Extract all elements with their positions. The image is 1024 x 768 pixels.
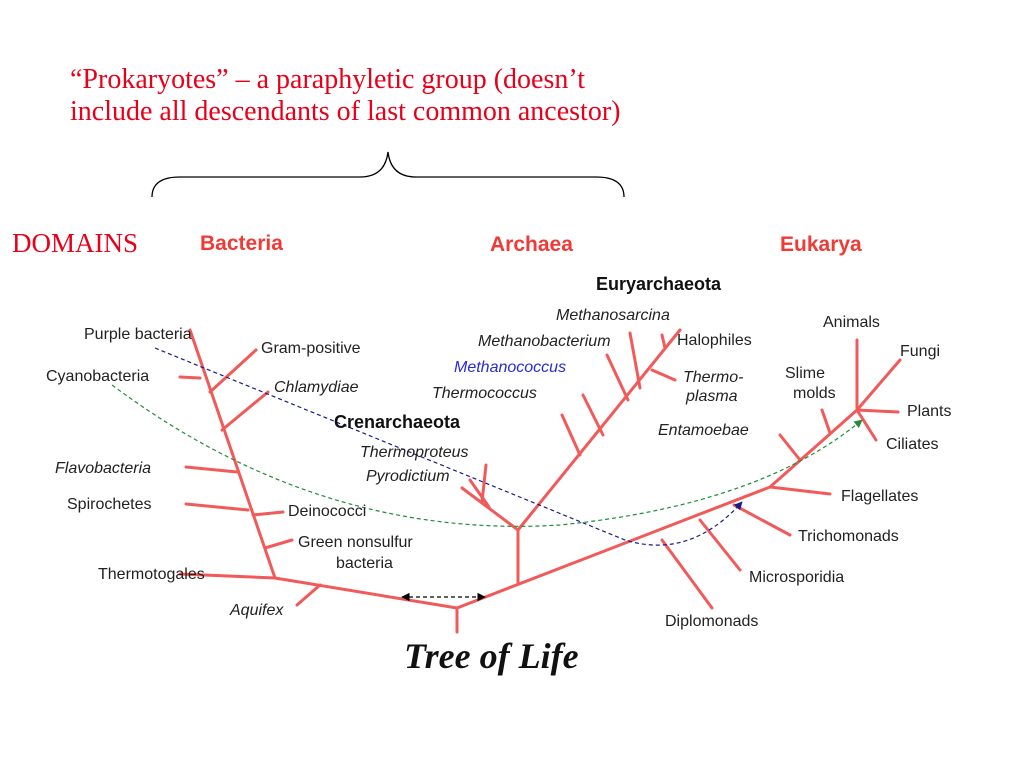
label-flagellates: Flagellates [841, 488, 918, 505]
branch-green-nonsulfur [263, 538, 294, 550]
label-gram-positive: Gram-positive [261, 340, 361, 357]
label-thermoplasma-2: plasma [685, 388, 738, 405]
label-entamoebae: Entamoebae [658, 422, 749, 439]
branch-thermococcus [560, 413, 582, 457]
label-thermococcus: Thermococcus [432, 385, 537, 402]
label-halophiles: Halophiles [677, 332, 752, 349]
bacteria-trunk [188, 328, 277, 580]
label-deinococci: Deinococci [288, 503, 366, 520]
label-methanosarcina: Methanosarcina [556, 307, 670, 324]
caption-line-1: “Prokaryotes” – a paraphyletic group (do… [70, 64, 585, 95]
prokaryote-brace [151, 151, 625, 198]
branch-aquifex [295, 583, 322, 607]
label-slime-molds-2: molds [793, 385, 836, 402]
branch-gram-positive [208, 348, 258, 394]
branch-slime-molds [820, 408, 832, 435]
branch-flagellates [768, 485, 832, 496]
branch-chlamydiae [220, 390, 270, 432]
label-thermoproteus: Thermoproteus [360, 444, 469, 461]
caption-line-2: include all descendants of last common a… [70, 96, 621, 128]
label-plants: Plants [907, 403, 951, 420]
label-flavobacteria: Flavobacteria [55, 460, 151, 477]
branch-cyanobacteria [178, 375, 202, 380]
green-dashed-arrow [111, 384, 863, 527]
domain-bacteria: Bacteria [200, 232, 283, 255]
label-chlamydiae: Chlamydiae [274, 379, 359, 396]
caption-text: “Prokaryotes” – a paraphyletic group (do… [70, 64, 790, 129]
label-green-nonsulfur-2: bacteria [336, 555, 393, 572]
label-microsporidia: Microsporidia [749, 569, 844, 586]
label-spirochetes: Spirochetes [67, 496, 152, 513]
label-thermotogales: Thermotogales [98, 566, 205, 583]
domains-label: DOMAINS [12, 228, 138, 258]
branch-spirochetes [184, 502, 250, 512]
label-thermoplasma-1: Thermo- [683, 369, 743, 386]
label-trichomonads: Trichomonads [798, 528, 899, 545]
branch-methanosarcina [628, 331, 642, 390]
label-euryarchaeota: Euryarchaeota [596, 274, 722, 294]
branch-plants [855, 408, 900, 414]
branch-halophiles [660, 333, 667, 350]
branch-pyrodictium [468, 478, 491, 509]
eukarya-trunk [768, 408, 859, 489]
archaea-eukarya-stem [455, 485, 772, 610]
branch-methanobacterium [605, 353, 630, 402]
branch-fungi [855, 358, 902, 412]
bacteria-stem [273, 576, 459, 610]
label-ciliates: Ciliates [886, 436, 938, 453]
tree-branches [178, 328, 902, 634]
label-purple-bacteria: Purple bacteria [84, 326, 192, 343]
label-green-nonsulfur-1: Green nonsulfur [298, 534, 413, 551]
label-pyrodictium: Pyrodictium [366, 468, 450, 485]
branch-flavobacteria [184, 465, 239, 474]
crenarchaeota-branch [460, 486, 520, 532]
branch-entamoebae [778, 433, 802, 462]
blue-dashed-arrow [154, 347, 743, 546]
branch-ciliates [855, 408, 878, 442]
branch-deinococci [251, 510, 285, 517]
branch-diplomonads [660, 538, 714, 610]
branch-thermotogales [178, 572, 277, 580]
label-animals: Animals [823, 314, 880, 331]
branch-thermoproteus [480, 463, 488, 504]
label-crenarchaeota: Crenarchaeota [334, 412, 461, 432]
label-fungi: Fungi [900, 343, 940, 360]
label-methanobacterium: Methanobacterium [478, 333, 611, 350]
domain-archaea: Archaea [490, 233, 573, 256]
label-diplomonads: Diplomonads [665, 613, 758, 630]
label-methanococcus: Methanococcus [454, 359, 566, 376]
branch-microsporidia [698, 518, 742, 572]
branch-thermoplasma [650, 368, 677, 382]
domain-eukarya: Eukarya [780, 233, 862, 256]
label-slime-molds-1: Slime [785, 365, 825, 382]
label-cyanobacteria: Cyanobacteria [46, 368, 149, 385]
label-aquifex: Aquifex [229, 602, 284, 619]
branch-trichomonads [732, 503, 792, 537]
branch-methanococcus [581, 393, 605, 437]
tree-of-life-title: Tree of Life [404, 636, 579, 676]
